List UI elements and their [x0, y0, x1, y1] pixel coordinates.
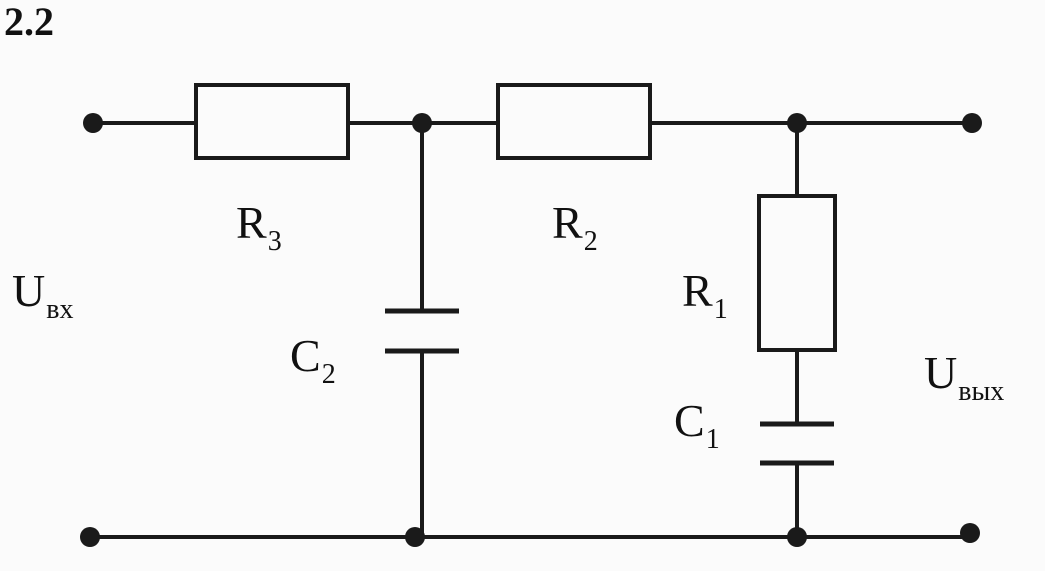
- label-output-voltage-main: U: [924, 347, 958, 398]
- label-R3-main: R: [236, 197, 267, 248]
- label-R1-main: R: [682, 265, 713, 316]
- resistor-R3: [194, 83, 350, 160]
- label-R1-sub: 1: [713, 294, 728, 325]
- terminal-input-top: [83, 113, 103, 133]
- label-input-voltage-sub: вх: [46, 294, 74, 325]
- label-C1-sub: 1: [705, 424, 720, 455]
- resistor-R2: [496, 83, 652, 160]
- label-C2-sub: 2: [321, 359, 336, 390]
- junction-node-1: [412, 113, 432, 133]
- label-R2-main: R: [552, 197, 583, 248]
- label-C1: C1: [674, 395, 720, 454]
- resistor-R1: [757, 194, 837, 352]
- label-R3: R3: [236, 197, 282, 256]
- label-output-voltage: Uвых: [924, 347, 1004, 406]
- label-R2: R2: [552, 197, 598, 256]
- label-R2-sub: 2: [583, 226, 598, 257]
- label-C2: C2: [290, 330, 336, 389]
- junction-node-2: [787, 113, 807, 133]
- label-C1-main: C: [674, 395, 705, 446]
- label-R3-sub: 3: [267, 226, 282, 257]
- junction-ground-2: [787, 527, 807, 547]
- junction-ground-1: [405, 527, 425, 547]
- figure-number: 2.2: [4, 0, 54, 44]
- label-output-voltage-sub: вых: [958, 376, 1005, 407]
- label-R1: R1: [682, 265, 728, 324]
- label-input-voltage-main: U: [12, 265, 46, 316]
- terminal-output-bottom: [960, 523, 980, 543]
- terminal-input-bottom: [80, 527, 100, 547]
- terminal-output-top: [962, 113, 982, 133]
- label-C2-main: C: [290, 330, 321, 381]
- label-input-voltage: Uвх: [12, 265, 73, 324]
